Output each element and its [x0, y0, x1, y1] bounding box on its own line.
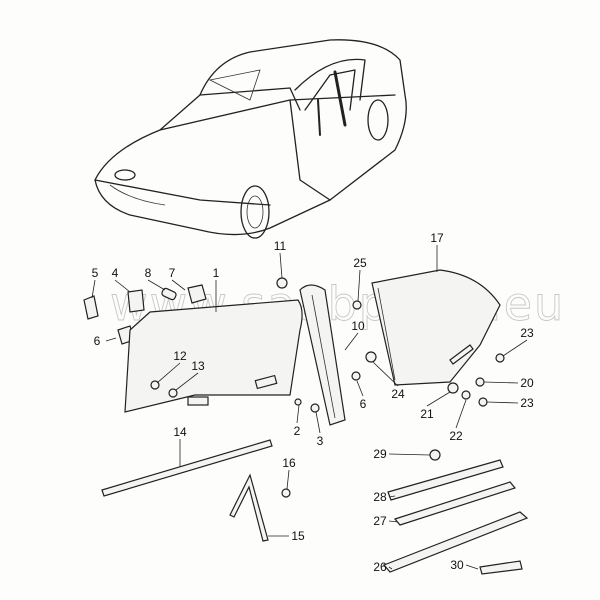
leader-line [388, 566, 393, 570]
leader-line [286, 469, 290, 490]
callout-30: 30 [450, 558, 464, 572]
leader-line [426, 391, 451, 407]
callout-24: 24 [391, 387, 405, 401]
callout-29: 29 [373, 447, 387, 461]
callout-6: 6 [360, 397, 367, 411]
window-channel [276, 277, 377, 426]
callout-13: 13 [191, 359, 205, 373]
leader-line [388, 520, 399, 523]
rear-quarter-glass-parts [371, 269, 529, 575]
leader-line [502, 339, 528, 357]
leader-lines [91, 245, 528, 570]
leader-line [465, 564, 479, 570]
callout-16: 16 [282, 456, 296, 470]
leader-line [315, 411, 321, 434]
callout-3: 3 [317, 434, 324, 448]
callout-2: 2 [294, 424, 301, 438]
leader-line [147, 279, 166, 291]
leader-line [114, 279, 131, 293]
callout-17: 17 [430, 231, 444, 245]
leader-line [388, 495, 396, 498]
leader-line [105, 337, 117, 342]
leader-line [344, 332, 359, 351]
callout-26: 26 [373, 560, 387, 574]
callout-23: 23 [520, 326, 534, 340]
leader-line [91, 279, 96, 299]
callout-27: 27 [373, 514, 387, 528]
leader-line [156, 362, 181, 384]
callout-8: 8 [145, 266, 152, 280]
callout-20: 20 [520, 376, 534, 390]
callout-12: 12 [173, 349, 187, 363]
callout-28: 28 [373, 490, 387, 504]
leader-line [483, 381, 519, 384]
callout-11: 11 [274, 239, 287, 253]
leader-line [175, 372, 199, 391]
leader-line [486, 401, 519, 404]
callout-22: 22 [449, 429, 463, 443]
callout-25: 25 [353, 256, 367, 270]
car-illustration [94, 39, 407, 239]
callout-10: 10 [351, 319, 365, 333]
leader-line [356, 380, 364, 397]
leader-line [279, 252, 283, 279]
leader-line [357, 269, 361, 302]
leader-line [171, 279, 186, 291]
leader-line [455, 399, 467, 429]
callout-4: 4 [112, 266, 119, 280]
leader-line [296, 404, 300, 424]
leader-line [372, 361, 399, 387]
callout-21: 21 [420, 407, 434, 421]
callout-1: 1 [213, 266, 220, 280]
callout-5: 5 [92, 266, 99, 280]
callout-6: 6 [94, 334, 101, 348]
leader-line [388, 453, 431, 456]
left-door-glass-parts [83, 284, 320, 542]
callout-14: 14 [173, 425, 187, 439]
callout-15: 15 [291, 529, 305, 543]
callout-7: 7 [169, 266, 176, 280]
callout-23: 23 [520, 396, 534, 410]
